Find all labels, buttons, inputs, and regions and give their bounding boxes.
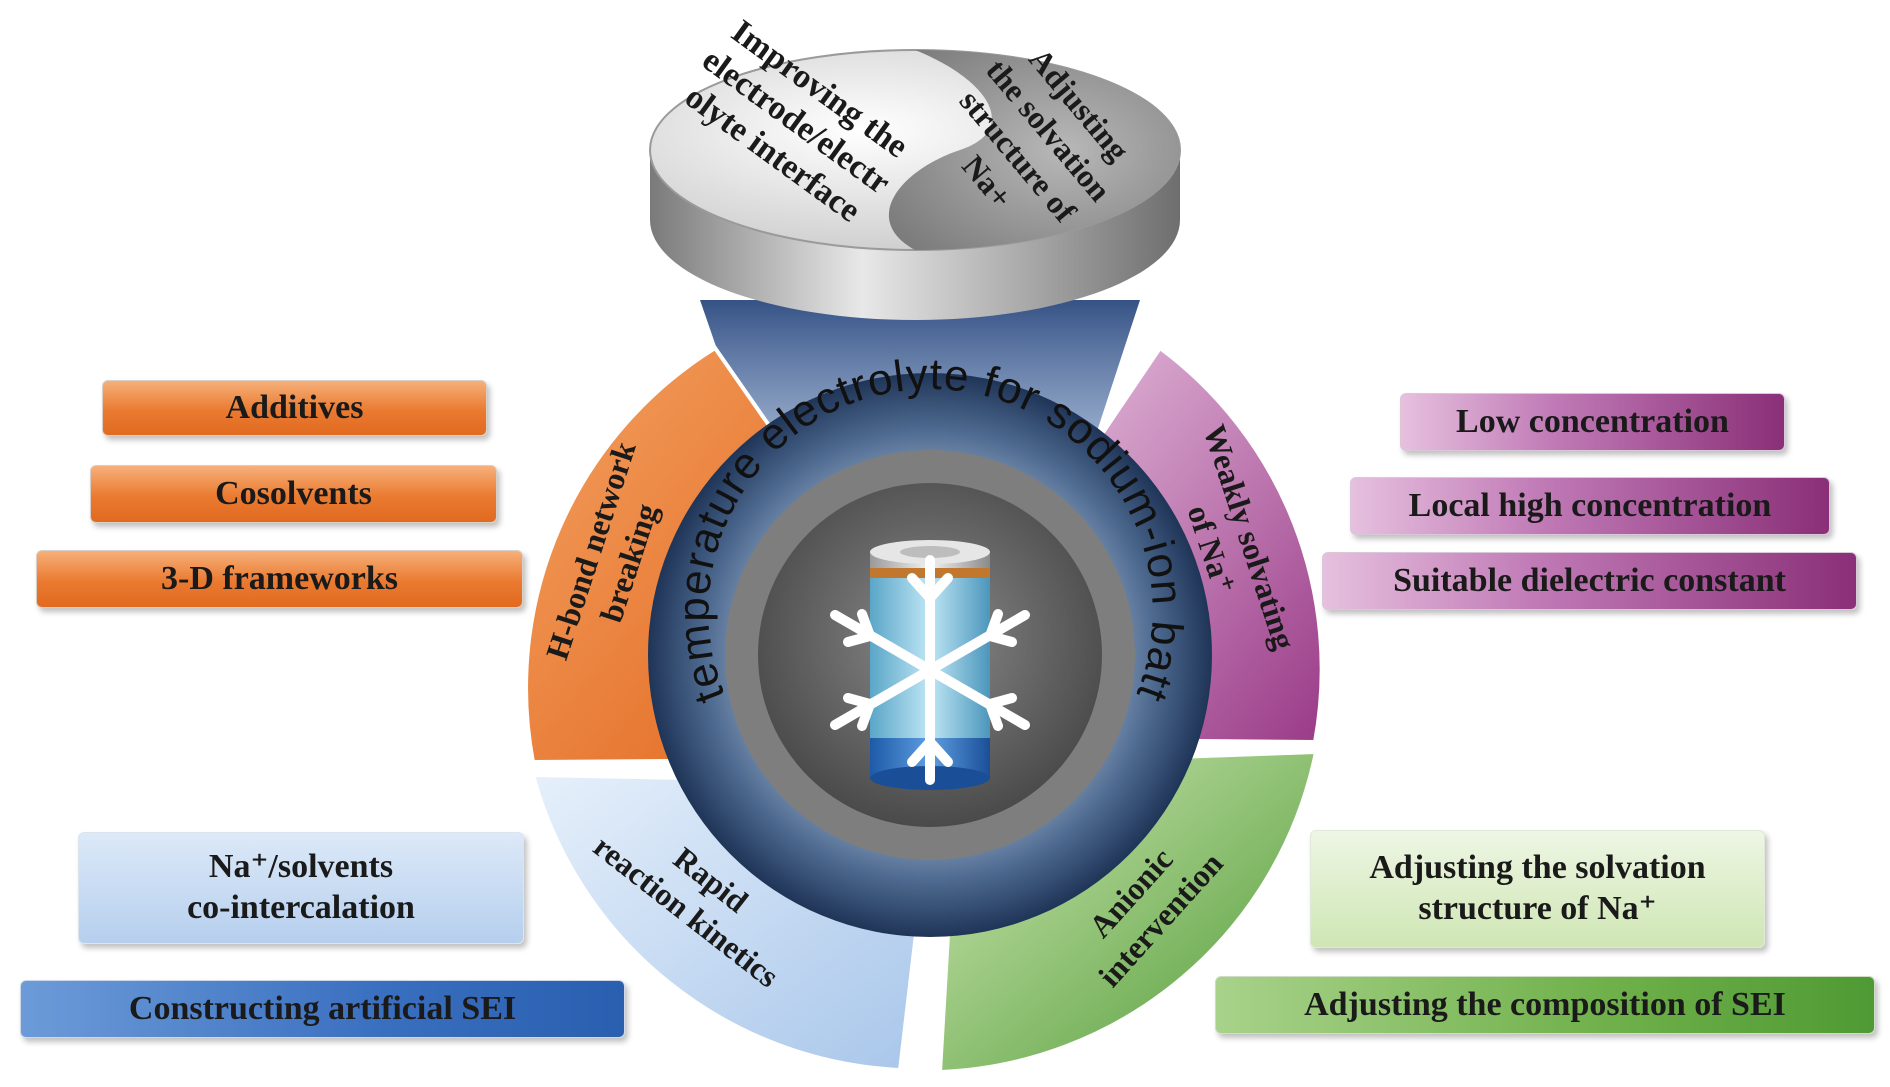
cointercalation-line1: Na⁺/solvents <box>208 848 394 886</box>
solvation-structure-box: Adjusting the solvation structure of Na⁺ <box>1310 830 1765 948</box>
cointercalation-box: Na⁺/solvents co-intercalation <box>78 832 524 944</box>
top-disc <box>649 49 1181 320</box>
low-concentration-label: Low concentration <box>1456 402 1729 440</box>
frameworks-box: 3-D frameworks <box>36 550 523 608</box>
sei-composition-box: Adjusting the composition of SEI <box>1215 976 1875 1034</box>
sei-composition-label: Adjusting the composition of SEI <box>1304 985 1786 1023</box>
additives-box: Additives <box>102 380 487 436</box>
cosolvents-box: Cosolvents <box>90 465 497 523</box>
local-high-concentration-label: Local high concentration <box>1408 486 1772 524</box>
dielectric-box: Suitable dielectric constant <box>1322 552 1857 610</box>
low-concentration-box: Low concentration <box>1400 393 1785 451</box>
local-high-concentration-box: Local high concentration <box>1350 477 1830 535</box>
artificial-sei-box: Constructing artificial SEI <box>20 980 625 1038</box>
frameworks-label: 3-D frameworks <box>161 559 398 597</box>
cosolvents-label: Cosolvents <box>215 474 372 512</box>
additives-label: Additives <box>225 388 364 426</box>
dielectric-label: Suitable dielectric constant <box>1393 561 1786 599</box>
solvation-line1: Adjusting the solvation <box>1369 849 1706 887</box>
artificial-sei-label: Constructing artificial SEI <box>128 989 517 1027</box>
snowflake-icon <box>830 555 1030 785</box>
cointercalation-line2: co-intercalation <box>187 889 415 926</box>
solvation-line2: structure of Na⁺ <box>1418 890 1657 927</box>
